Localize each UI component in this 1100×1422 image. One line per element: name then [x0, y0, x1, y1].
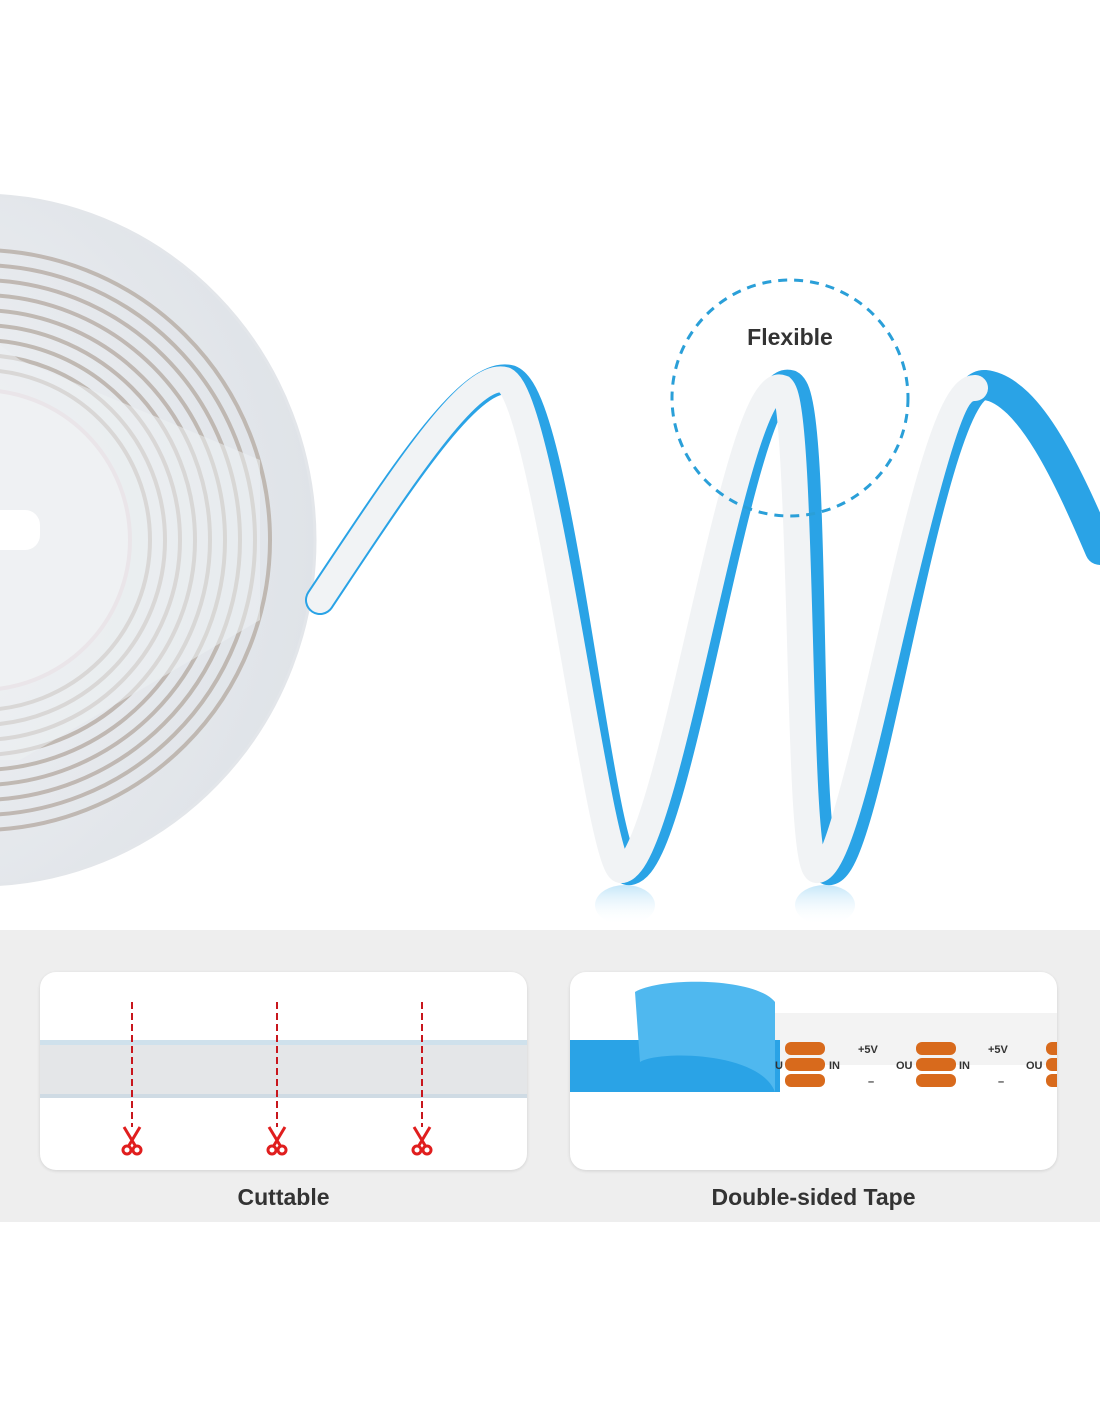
cuttable-caption: Cuttable — [237, 1184, 330, 1210]
pcb-label-out: OU — [1026, 1060, 1043, 1072]
cuttable-card — [40, 972, 527, 1170]
pcb-label-minus: – — [868, 1076, 875, 1088]
led-strip-illustration — [0, 194, 1100, 925]
flexible-label: Flexible — [747, 324, 833, 350]
pcb-label-out: OU — [896, 1060, 913, 1072]
tape-caption: Double-sided Tape — [711, 1184, 916, 1210]
scissors-icon — [121, 1126, 143, 1156]
pcb-label-minus: – — [998, 1076, 1005, 1088]
pcb-label-in: IN — [959, 1060, 970, 1072]
led-strip — [305, 364, 1100, 886]
pcb-label-out: U — [775, 1060, 783, 1072]
reel — [0, 194, 317, 886]
pcb-label-in: IN — [829, 1060, 840, 1072]
scissors-icon — [411, 1126, 433, 1156]
pcb-label-plus: +5V — [988, 1044, 1008, 1056]
scissors-icon — [266, 1126, 288, 1156]
flexible-highlight-circle — [670, 278, 910, 518]
pcb-label-plus: +5V — [858, 1044, 878, 1056]
tape-card: U IN +5V – OU IN +5V – OU — [570, 972, 1057, 1170]
